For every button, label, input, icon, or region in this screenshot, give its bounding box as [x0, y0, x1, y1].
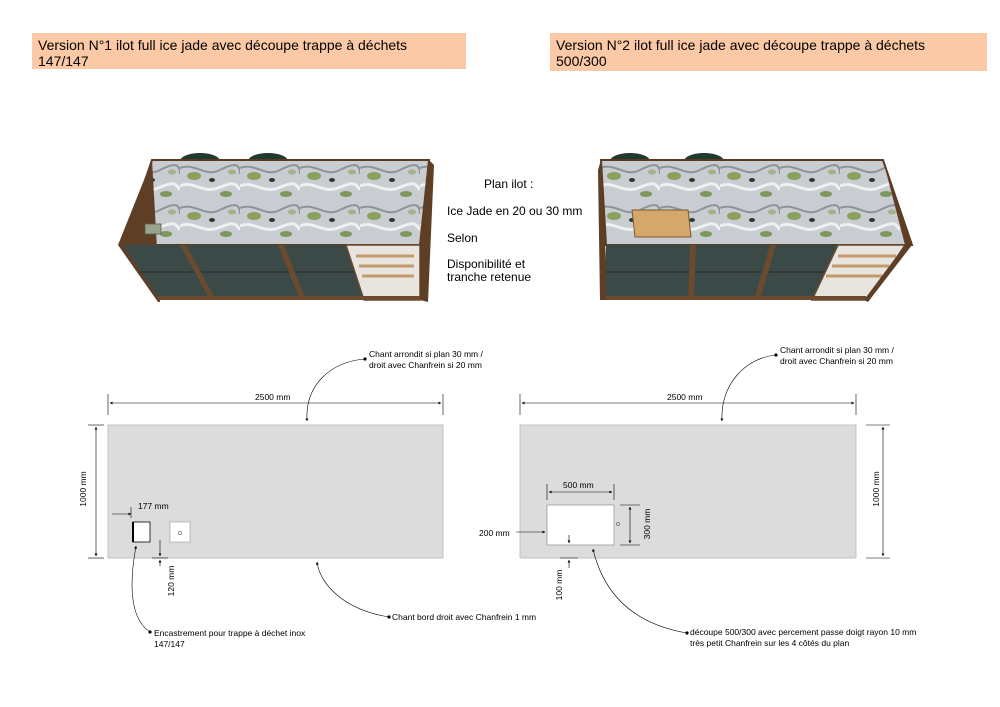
plan-1-cutout-note-line-2: 147/147 [154, 638, 185, 649]
plan-1-height-dimension: 1000 mm [78, 471, 88, 507]
plan-1-cutout-note: Encastrement pour trappe à déchet inox 1… [154, 628, 305, 649]
version-2-banner: Version N°2 ilot full ice jade avec déco… [550, 33, 987, 71]
plan-info-availability: Disponibilité et [447, 257, 526, 271]
plan-1-offset-x-dimension: 177 mm [138, 501, 169, 511]
plan-2-cutout-note: découpe 500/300 avec percement passe doi… [690, 627, 916, 648]
plan-1-edge-note-line-2: droit avec Chanfrein si 20 mm [369, 359, 482, 370]
plan-1-width-dimension: 2500 mm [255, 392, 291, 402]
plan-2-offset-y-dimension: 100 mm [554, 569, 564, 601]
plan-1-bottom-edge-note: Chant bord droit avec Chanfrein 1 mm [392, 612, 537, 622]
version-1-banner: Version N°1 ilot full ice jade avec déco… [32, 33, 466, 69]
plan-2-cutout-note-line-2: très petit Chanfrein sur les 4 côtés du … [690, 637, 850, 648]
plan-1 [88, 357, 444, 634]
plan-2-cutout-note-line-1: découpe 500/300 avec percement passe doi… [690, 627, 917, 637]
plan-2-edge-note: Chant arrondit si plan 30 mm / droit ave… [780, 345, 894, 366]
plan-2 [516, 353, 890, 635]
plan-1-edge-note-line-1: Chant arrondit si plan 30 mm / [369, 349, 483, 359]
plan-info-selon: Selon [447, 231, 478, 245]
island-render-1 [118, 153, 434, 302]
plan-info-heading: Plan ilot : [484, 177, 534, 191]
plan-2-edge-note-line-2: droit avec Chanfrein si 20 mm [780, 355, 893, 366]
plan-2-edge-note-line-1: Chant arrondit si plan 30 mm / [780, 345, 894, 355]
version-2-title: Version N°2 ilot full ice jade avec déco… [556, 37, 926, 53]
island-render-2 [598, 153, 914, 302]
version-2-subtitle: 500/300 [556, 53, 607, 69]
plan-1-edge-note: Chant arrondit si plan 30 mm / droit ave… [369, 349, 483, 370]
version-1-subtitle: 147/147 [38, 53, 89, 69]
version-1-title: Version N°1 ilot full ice jade avec déco… [38, 37, 408, 53]
plan-2-offset-x-dimension: 200 mm [479, 528, 510, 538]
plan-1-cutout-note-line-1: Encastrement pour trappe à déchet inox [154, 628, 306, 638]
plan-2-height-dimension: 1000 mm [871, 471, 881, 507]
plan-2-cutout-width-dimension: 500 mm [563, 480, 594, 490]
plan-1-offset-y-dimension: 120 mm [166, 565, 176, 597]
plan-info-material: Ice Jade en 20 ou 30 mm [447, 204, 583, 218]
plan-2-cutout-height-dimension: 300 mm [642, 508, 652, 540]
plan-2-width-dimension: 2500 mm [667, 392, 703, 402]
plan-info-slab: tranche retenue [447, 270, 532, 284]
